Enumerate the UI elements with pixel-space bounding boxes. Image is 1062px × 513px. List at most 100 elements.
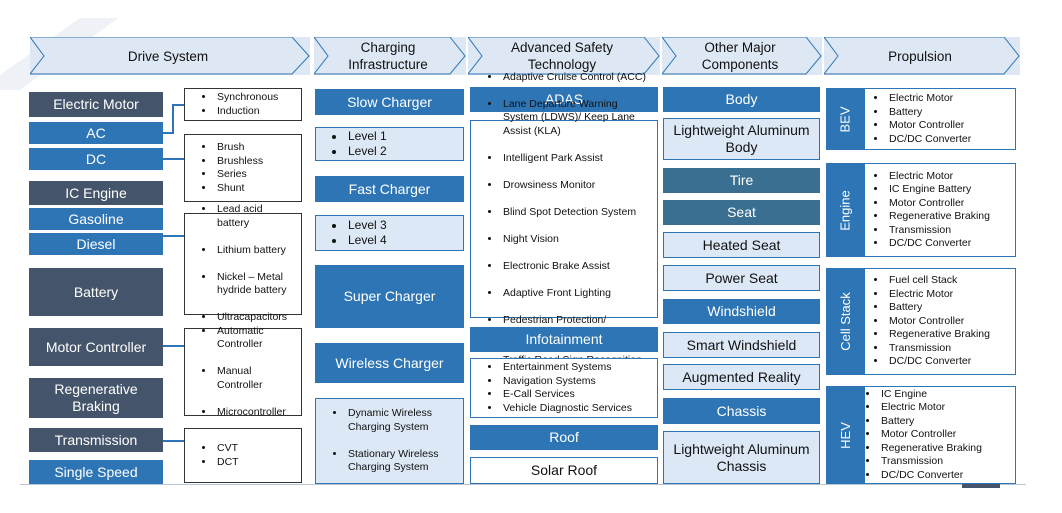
list-item: Series <box>215 168 301 182</box>
smart-windshield-box: Smart Windshield <box>663 332 820 358</box>
list-item: Induction <box>215 105 301 119</box>
cell-stack-components-list: Fuel cell Stack Electric Motor Battery M… <box>864 268 1016 375</box>
header-label: Propulsion <box>888 48 952 64</box>
diesel-box: Diesel <box>29 233 163 255</box>
list-item: Intelligent Park Assist <box>501 152 657 166</box>
list-item: Transmission <box>887 342 1015 356</box>
list-item: Shunt <box>215 182 301 196</box>
list-item: Battery <box>879 415 1015 429</box>
header-drive-system: Drive System <box>30 37 310 75</box>
windshield-box: Windshield <box>663 299 820 324</box>
list-item: Stationary Wireless Charging System <box>346 448 463 475</box>
gasoline-box: Gasoline <box>29 208 163 230</box>
list-item: DC/DC Converter <box>879 469 1015 483</box>
list-item: DCT <box>215 456 301 470</box>
list-item: E-Call Services <box>501 388 657 402</box>
list-item: Lead acid battery <box>215 203 301 230</box>
connector <box>163 235 184 237</box>
dc-types-list: Brush Brushless Series Shunt <box>184 134 302 202</box>
list-item: Brushless <box>215 155 301 169</box>
list-item: Ultracapacitors <box>215 311 301 325</box>
list-item: Electric Motor <box>887 170 1015 184</box>
augmented-reality-box: Augmented Reality <box>663 364 820 390</box>
wireless-charger-types: Dynamic Wireless Charging System Station… <box>315 398 464 484</box>
list-item: Electronic Brake Assist <box>501 260 657 274</box>
slow-charger-box: Slow Charger <box>315 89 464 115</box>
bev-tab: BEV <box>826 88 864 150</box>
list-item: Manual Controller <box>215 365 301 392</box>
adas-box: ADAS <box>470 87 658 112</box>
list-item: Dynamic Wireless Charging System <box>346 407 463 434</box>
list-item: Night Vision <box>501 233 657 247</box>
tire-box: Tire <box>663 168 820 193</box>
list-item: Microcontroller <box>215 406 301 420</box>
list-item: Level 2 <box>346 144 463 159</box>
list-item: Fuel cell Stack <box>887 274 1015 288</box>
heated-seat-box: Heated Seat <box>663 232 820 258</box>
list-item: DC/DC Converter <box>887 355 1015 369</box>
lightweight-body-box: Lightweight Aluminum Body <box>663 118 820 160</box>
bottom-rule <box>20 484 1026 485</box>
connector <box>163 345 184 347</box>
cell-stack-label: Cell Stack <box>837 292 853 351</box>
roof-box: Roof <box>470 425 658 450</box>
bev-components-list: Electric Motor Battery Motor Controller … <box>864 88 1016 150</box>
hev-label: HEV <box>837 421 853 449</box>
battery-types-list: Lead acid battery Lithium battery Nickel… <box>184 203 302 323</box>
list-item: Adaptive Front Lighting <box>501 287 657 301</box>
fast-charger-levels: Level 3 Level 4 <box>315 215 464 251</box>
header-charging-infrastructure: Charging Infrastructure <box>314 37 466 75</box>
header-label: Advanced Safety Technology <box>510 40 614 72</box>
bev-label: BEV <box>837 105 853 133</box>
list-item: Level 4 <box>346 233 463 248</box>
header-label: Charging Infrastructure <box>348 40 428 72</box>
header-propulsion: Propulsion <box>824 37 1020 75</box>
seat-box: Seat <box>663 200 820 225</box>
connector <box>172 104 184 106</box>
list-item: Automatic Controller <box>215 325 301 352</box>
connector <box>163 440 184 442</box>
electric-motor-box: Electric Motor <box>29 92 163 117</box>
list-item: CVT <box>215 442 301 456</box>
list-item: Entertainment Systems <box>501 361 657 375</box>
list-item: Nickel – Metal hydride battery <box>215 271 301 298</box>
hev-tab: HEV <box>826 386 864 484</box>
engine-tab: Engine <box>826 163 864 257</box>
wireless-charger-box: Wireless Charger <box>315 343 464 383</box>
power-seat-box: Power Seat <box>663 265 820 291</box>
battery-box: Battery <box>29 268 163 316</box>
list-item: Synchronous <box>215 91 301 105</box>
list-item: Brush <box>215 141 301 155</box>
ac-types-list: Synchronous Induction <box>184 88 302 121</box>
list-item: Regenerative Braking <box>879 442 1015 456</box>
infotainment-box: Infotainment <box>470 327 658 352</box>
cell-stack-tab: Cell Stack <box>826 268 864 375</box>
list-item: Level 1 <box>346 129 463 144</box>
header-advanced-safety: Advanced Safety Technology <box>468 37 660 75</box>
chassis-box: Chassis <box>663 398 820 424</box>
controller-types-list: Automatic Controller Manual Controller M… <box>184 325 302 418</box>
motor-controller-box: Motor Controller <box>29 328 163 366</box>
list-item: Navigation Systems <box>501 375 657 389</box>
list-item: Electric Motor <box>887 288 1015 302</box>
connector <box>172 104 174 134</box>
super-charger-box: Super Charger <box>315 265 464 328</box>
list-item: Lane Departure Warning System (LDWS)/ Ke… <box>501 98 657 139</box>
list-item: Blind Spot Detection System <box>501 206 657 220</box>
header-label: Other Major Components <box>701 40 779 72</box>
list-item: Transmission <box>879 455 1015 469</box>
engine-components-list: Electric Motor IC Engine Battery Motor C… <box>864 163 1016 257</box>
list-item: Motor Controller <box>887 119 1015 133</box>
list-item: Transmission <box>887 224 1015 238</box>
fast-charger-box: Fast Charger <box>315 176 464 202</box>
list-item: IC Engine <box>879 388 1015 402</box>
engine-label: Engine <box>837 189 853 231</box>
list-item: Electric Motor <box>879 401 1015 415</box>
list-item: Regenerative Braking <box>887 328 1015 342</box>
list-item: Level 3 <box>346 218 463 233</box>
adas-features-list: Adaptive Cruise Control (ACC) Lane Depar… <box>470 71 658 366</box>
list-item: IC Engine Battery <box>887 183 1015 197</box>
list-item: DC/DC Converter <box>887 133 1015 147</box>
list-item: Lithium battery <box>215 244 301 258</box>
transmission-box: Transmission <box>29 428 163 452</box>
